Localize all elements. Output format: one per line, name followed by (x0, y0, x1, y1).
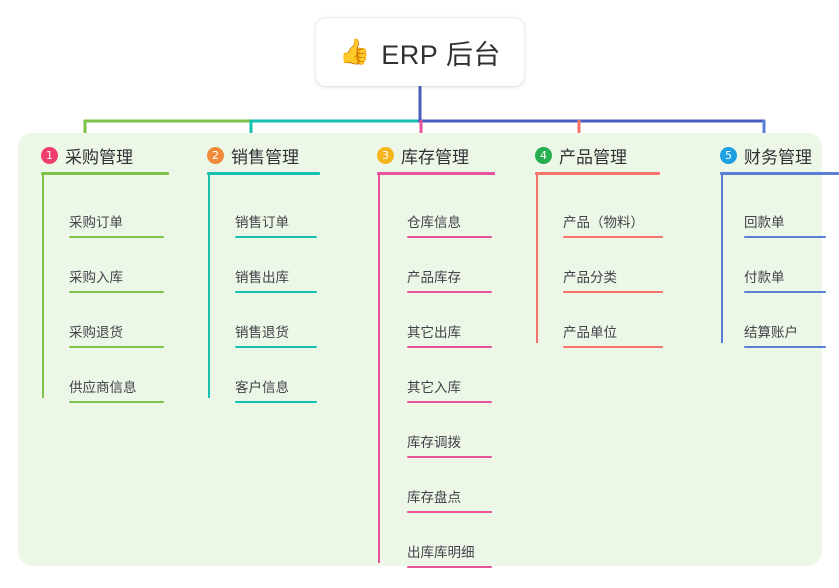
leaf-node[interactable]: 其它出库 (407, 321, 492, 348)
column-header-5[interactable]: 5 财务管理 (720, 143, 812, 168)
leaf-label: 采购订单 (69, 215, 123, 230)
leaf-label: 库存调拨 (407, 435, 461, 450)
leaf-rule (69, 291, 164, 293)
leaf-rule (407, 456, 492, 458)
leaf-rule (235, 401, 317, 403)
leaf-label: 产品库存 (407, 270, 461, 285)
diagram-panel (18, 133, 822, 566)
leaf-rule (407, 236, 492, 238)
leaf-rule (235, 346, 317, 348)
column-badge-1: 1 (41, 147, 58, 164)
leaf-node[interactable]: 销售出库 (235, 266, 317, 293)
leaf-rule (744, 291, 826, 293)
leaf-label: 结算账户 (744, 325, 798, 340)
leaf-label: 销售订单 (235, 215, 289, 230)
leaf-node[interactable]: 其它入库 (407, 376, 492, 403)
column-header-3[interactable]: 3 库存管理 (377, 143, 469, 168)
leaf-rule (407, 346, 492, 348)
leaf-rule (407, 566, 492, 568)
leaf-label: 产品单位 (563, 325, 617, 340)
leaf-node[interactable]: 库存盘点 (407, 486, 492, 513)
leaf-node[interactable]: 采购退货 (69, 321, 164, 348)
column-title-1: 采购管理 (65, 148, 133, 167)
column-title-4: 产品管理 (559, 148, 627, 167)
leaf-label: 销售退货 (235, 325, 289, 340)
column-spine-3 (378, 175, 380, 563)
leaf-node[interactable]: 库存调拨 (407, 431, 492, 458)
column-header-rule-1 (41, 172, 169, 175)
leaf-node[interactable]: 结算账户 (744, 321, 826, 348)
column-title-5: 财务管理 (744, 148, 812, 167)
column-header-4[interactable]: 4 产品管理 (535, 143, 627, 168)
leaf-label: 回款单 (744, 215, 785, 230)
column-header-rule-4 (535, 172, 660, 175)
leaf-rule (563, 346, 663, 348)
column-spine-4 (536, 175, 538, 343)
thumbs-up-icon: 👍 (339, 37, 371, 66)
leaf-rule (744, 236, 826, 238)
leaf-label: 产品（物料） (563, 215, 644, 230)
root-node[interactable]: 👍 ERP 后台 (316, 18, 524, 86)
column-container: 1 采购管理采购订单采购入库采购退货供应商信息 2 销售管理销售订单销售出库销售退货客… (18, 133, 839, 568)
leaf-label: 库存盘点 (407, 490, 461, 505)
column-badge-2: 2 (207, 147, 224, 164)
column-header-rule-2 (207, 172, 320, 175)
leaf-label: 其它出库 (407, 325, 461, 340)
column-badge-5: 5 (720, 147, 737, 164)
column-badge-4: 4 (535, 147, 552, 164)
leaf-label: 采购退货 (69, 325, 123, 340)
leaf-label: 供应商信息 (69, 380, 137, 395)
column-spine-1 (42, 175, 44, 398)
leaf-node[interactable]: 采购订单 (69, 211, 164, 238)
column-header-2[interactable]: 2 销售管理 (207, 143, 299, 168)
leaf-rule (69, 236, 164, 238)
leaf-rule (69, 401, 164, 403)
leaf-label: 仓库信息 (407, 215, 461, 230)
leaf-node[interactable]: 供应商信息 (69, 376, 164, 403)
leaf-rule (69, 346, 164, 348)
column-title-3: 库存管理 (401, 148, 469, 167)
leaf-rule (407, 401, 492, 403)
column-header-rule-5 (720, 172, 839, 175)
leaf-node[interactable]: 回款单 (744, 211, 826, 238)
leaf-node[interactable]: 产品（物料） (563, 211, 663, 238)
leaf-node[interactable]: 销售退货 (235, 321, 317, 348)
column-spine-5 (721, 175, 723, 343)
leaf-node[interactable]: 销售订单 (235, 211, 317, 238)
leaf-node[interactable]: 采购入库 (69, 266, 164, 293)
leaf-node[interactable]: 出库库明细 (407, 541, 492, 568)
leaf-rule (407, 511, 492, 513)
column-title-2: 销售管理 (231, 148, 299, 167)
leaf-label: 出库库明细 (407, 545, 475, 560)
leaf-label: 采购入库 (69, 270, 123, 285)
leaf-label: 其它入库 (407, 380, 461, 395)
leaf-node[interactable]: 仓库信息 (407, 211, 492, 238)
column-header-1[interactable]: 1 采购管理 (41, 143, 133, 168)
leaf-label: 客户信息 (235, 380, 289, 395)
column-badge-3: 3 (377, 147, 394, 164)
leaf-label: 销售出库 (235, 270, 289, 285)
root-node-title: ERP 后台 (381, 39, 501, 70)
leaf-rule (235, 236, 317, 238)
leaf-rule (407, 291, 492, 293)
leaf-rule (235, 291, 317, 293)
leaf-rule (563, 236, 663, 238)
leaf-node[interactable]: 产品库存 (407, 266, 492, 293)
leaf-rule (563, 291, 663, 293)
leaf-rule (744, 346, 826, 348)
column-header-rule-3 (377, 172, 495, 175)
leaf-node[interactable]: 产品分类 (563, 266, 663, 293)
leaf-node[interactable]: 客户信息 (235, 376, 317, 403)
leaf-label: 产品分类 (563, 270, 617, 285)
leaf-label: 付款单 (744, 270, 785, 285)
leaf-node[interactable]: 产品单位 (563, 321, 663, 348)
leaf-node[interactable]: 付款单 (744, 266, 826, 293)
column-spine-2 (208, 175, 210, 398)
